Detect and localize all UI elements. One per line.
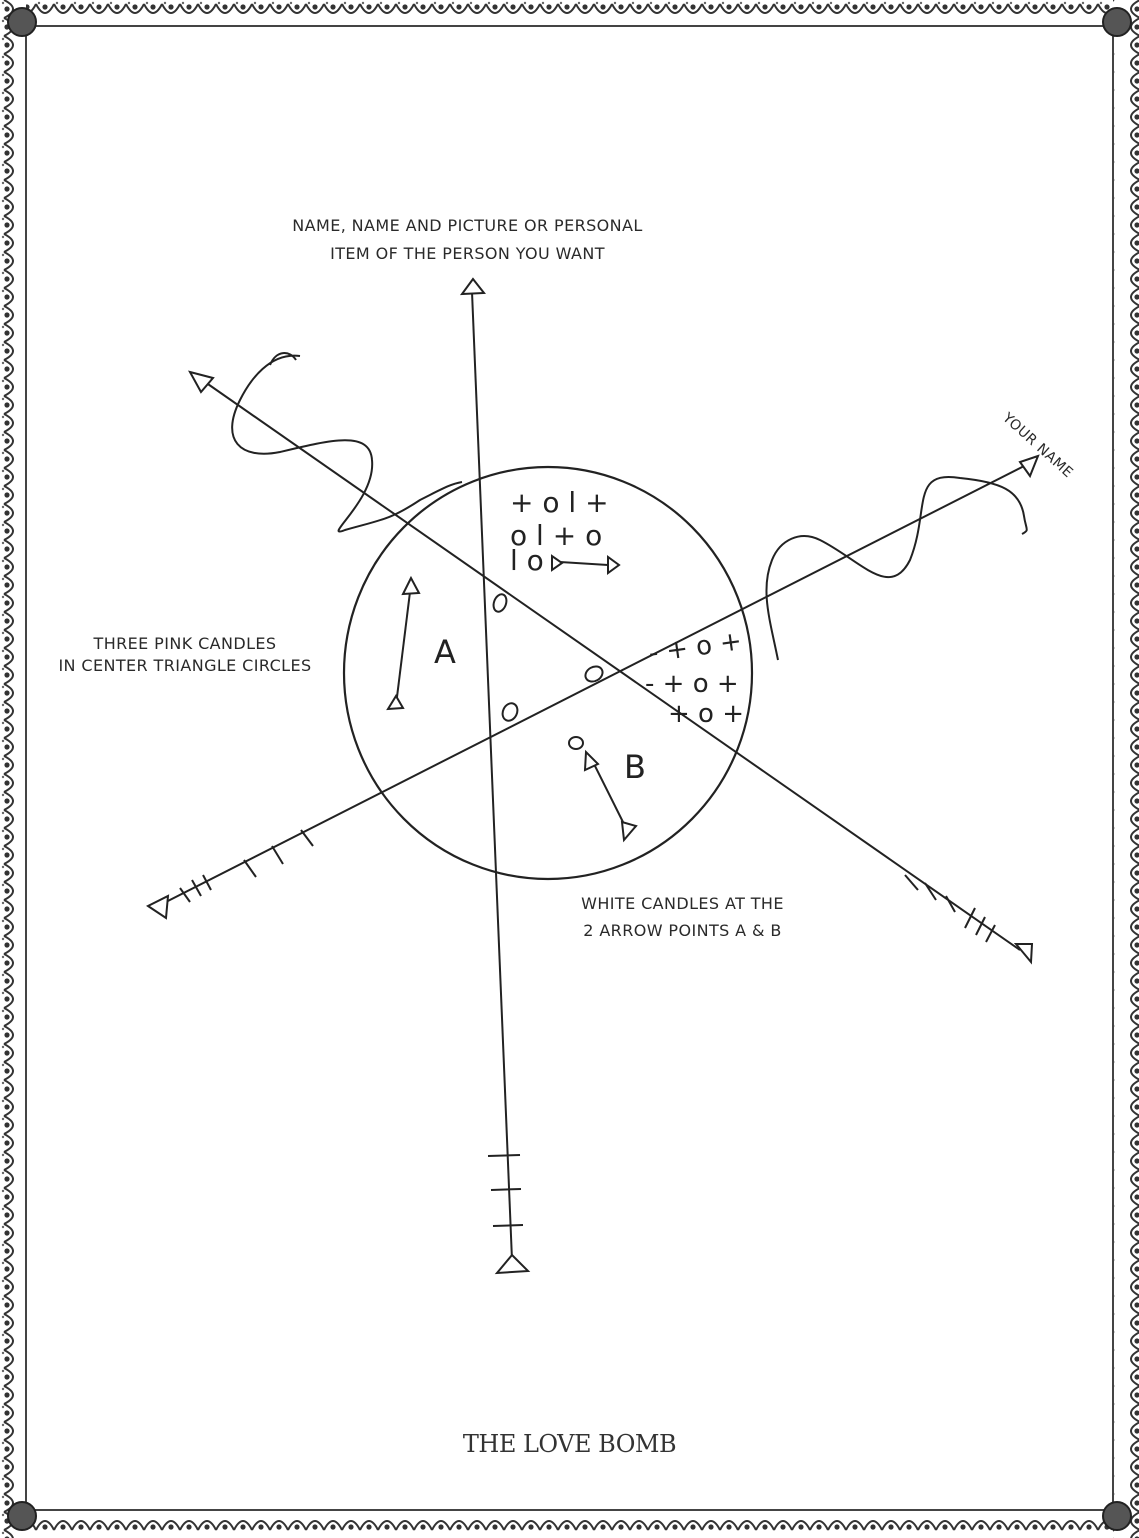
corner-rosette-icon [1103, 1502, 1131, 1530]
top-instruction-line1: NAME, NAME AND PICTURE OR PERSONAL [270, 215, 665, 237]
corner-rosette-icon [8, 8, 36, 36]
top-instruction-line2: ITEM OF THE PERSON YOU WANT [270, 243, 665, 265]
glyph-row: + o + [668, 699, 744, 729]
left-instruction-line1: THREE PINK CANDLES [45, 633, 325, 655]
point-b-label: B [624, 748, 646, 786]
bottom-instruction-line2: 2 ARROW POINTS A & B [560, 920, 805, 942]
corner-rosette-icon [1103, 8, 1131, 36]
page-title: THE LOVE BOMB [0, 1430, 1139, 1458]
corner-rosette-icon [8, 1502, 36, 1530]
left-instruction-line2: IN CENTER TRIANGLE CIRCLES [45, 655, 325, 677]
point-a-label: A [434, 633, 456, 671]
bottom-instruction-line1: WHITE CANDLES AT THE [560, 893, 805, 915]
glyph-row: l o [510, 544, 544, 577]
glyph-row: + o l + [510, 486, 609, 519]
glyph-row: - + o + [645, 669, 739, 699]
